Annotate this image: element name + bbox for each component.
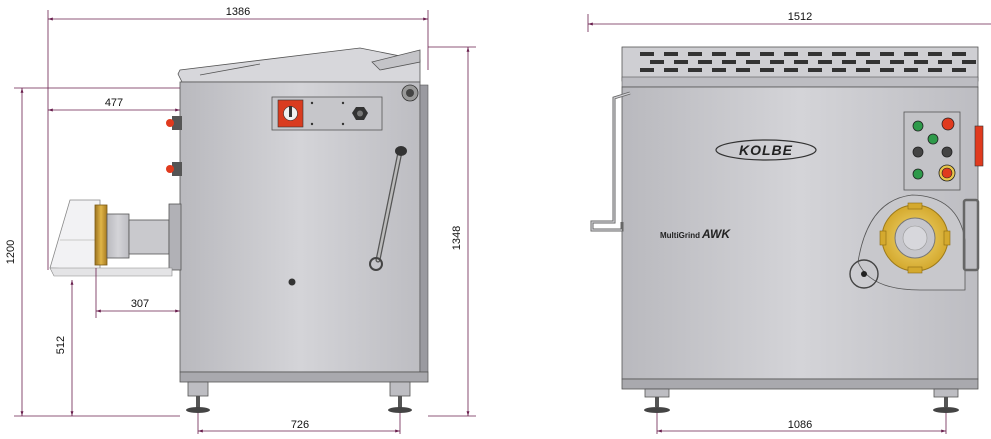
vent-slot xyxy=(746,60,760,64)
side-screw-icon xyxy=(288,278,296,286)
side-hopper-top xyxy=(177,47,421,83)
vent-slot xyxy=(784,68,798,72)
vent-slot xyxy=(736,52,750,56)
vent-slot xyxy=(760,52,774,56)
side-grinder-head xyxy=(49,199,182,277)
front-grinder-head xyxy=(849,194,980,291)
dim-label-1348: 1348 xyxy=(451,226,463,250)
product-name-suffix: AWK xyxy=(701,227,731,241)
side-dimensions: 1386 477 1200 307 512 1348 726 xyxy=(5,6,476,434)
dim-label-1512: 1512 xyxy=(788,11,812,23)
vent-slot xyxy=(842,60,856,64)
front-dimensions: 1512 1086 xyxy=(587,11,991,434)
vent-slot xyxy=(770,60,784,64)
vent-slot xyxy=(698,60,712,64)
vent-slot xyxy=(818,60,832,64)
dim-label-307: 307 xyxy=(131,298,149,310)
lever-knob-icon xyxy=(395,146,407,156)
vent-slot xyxy=(914,60,928,64)
dim-label-477: 477 xyxy=(105,97,123,109)
side-lever xyxy=(369,146,407,271)
vent-slot xyxy=(640,68,654,72)
vent-slot xyxy=(688,68,702,72)
vent-slot xyxy=(904,52,918,56)
side-stop-button-lower-icon xyxy=(166,165,174,173)
vent-slot xyxy=(664,68,678,72)
vent-slot xyxy=(856,68,870,72)
front-right-handle xyxy=(962,198,980,272)
side-emergency-buttons xyxy=(166,116,182,176)
vent-slot xyxy=(674,60,688,64)
vent-slot xyxy=(832,52,846,56)
side-red-switch-icon xyxy=(974,125,984,167)
dim-label-1200: 1200 xyxy=(5,240,17,264)
dim-label-726: 726 xyxy=(291,419,309,431)
side-view xyxy=(49,47,429,413)
vent-slot xyxy=(794,60,808,64)
vent-slot xyxy=(928,52,942,56)
kolbe-logo: KOLBE xyxy=(715,139,817,161)
vent-slot xyxy=(952,52,966,56)
side-foot-right-icon xyxy=(388,407,412,413)
vent-slot xyxy=(880,52,894,56)
front-base xyxy=(621,378,979,413)
black-button-icon xyxy=(912,146,924,158)
emergency-stop-icon xyxy=(941,167,953,179)
brass-ring xyxy=(94,204,108,266)
black-button-icon xyxy=(941,146,953,158)
vent-slot xyxy=(808,68,822,72)
vent-slot xyxy=(722,60,736,64)
green-button-icon xyxy=(912,168,924,180)
side-control-plate xyxy=(271,96,383,131)
side-vent-center-icon xyxy=(406,89,414,97)
front-control-panel xyxy=(903,111,984,191)
vent-slot xyxy=(650,60,664,64)
outlet-tray xyxy=(49,199,101,271)
vent-slot xyxy=(952,68,966,72)
vent-slot xyxy=(664,52,678,56)
vent-slot xyxy=(928,68,942,72)
vent-slot xyxy=(880,68,894,72)
vent-slot xyxy=(712,68,726,72)
vent-slot xyxy=(856,52,870,56)
vent-slot xyxy=(640,52,654,56)
vent-slot xyxy=(712,52,726,56)
front-foot-right-icon xyxy=(933,407,959,413)
vent-slot xyxy=(832,68,846,72)
side-foot-left-icon xyxy=(186,407,210,413)
front-vent-slots xyxy=(640,52,976,72)
green-button-icon xyxy=(912,120,924,132)
front-foot-left-icon xyxy=(644,407,670,413)
dim-label-1386: 1386 xyxy=(226,6,250,18)
vent-slot xyxy=(938,60,952,64)
dim-label-1086: 1086 xyxy=(788,419,812,431)
side-base xyxy=(179,371,429,413)
side-stop-button-upper-icon xyxy=(166,119,174,127)
handwheel-icon xyxy=(849,259,879,289)
green-button-icon xyxy=(927,133,939,145)
lever-ring-icon xyxy=(369,257,383,271)
kolbe-logo-text: KOLBE xyxy=(739,142,793,158)
vent-slot xyxy=(962,60,976,64)
vent-slot xyxy=(736,68,750,72)
product-name-prefix: MultiGrind xyxy=(660,231,700,240)
dim-label-512: 512 xyxy=(55,336,67,354)
red-button-icon xyxy=(941,117,955,131)
vent-slot xyxy=(808,52,822,56)
side-rear-panel xyxy=(419,84,429,373)
vent-slot xyxy=(890,60,904,64)
vent-slot xyxy=(866,60,880,64)
vent-slot xyxy=(688,52,702,56)
vent-slot xyxy=(904,68,918,72)
front-crank-handle xyxy=(590,91,631,232)
vent-slot xyxy=(760,68,774,72)
vent-slot xyxy=(784,52,798,56)
